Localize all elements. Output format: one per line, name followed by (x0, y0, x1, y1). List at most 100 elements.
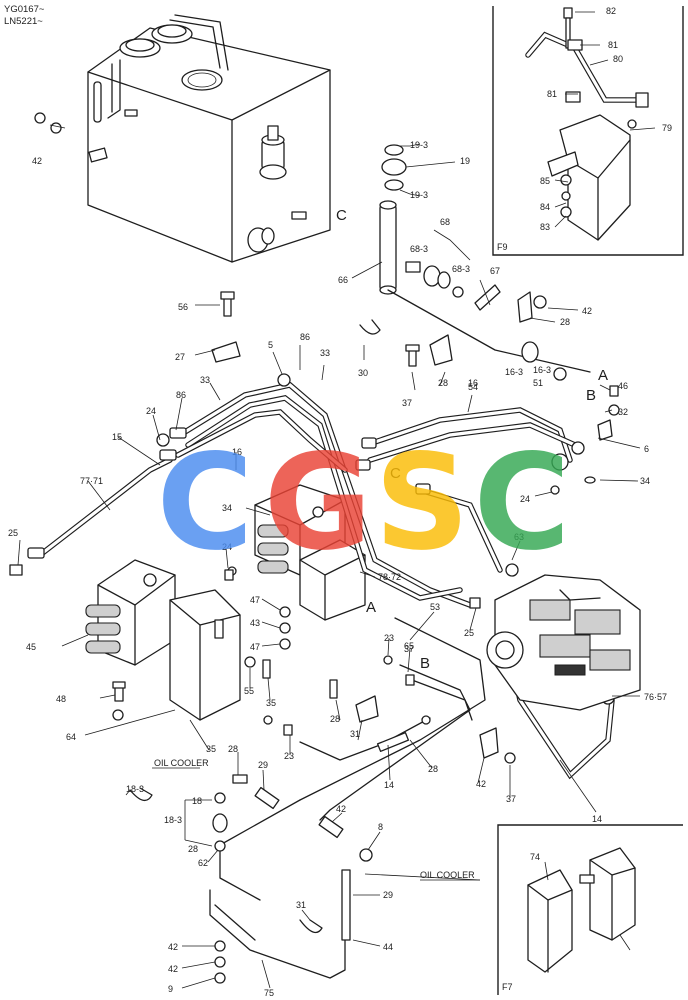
callout-76-57: 76·57 (644, 692, 667, 702)
callout-29: 29 (383, 890, 393, 900)
callout-64: 64 (66, 732, 76, 742)
callout-80: 80 (613, 54, 623, 64)
callout-77-71: 77·71 (80, 476, 103, 486)
callout-37: 37 (402, 398, 412, 408)
callout-19-3: 19-3 (410, 140, 428, 150)
model-code-2: LN5221~ (4, 16, 43, 27)
callout-25: 25 (8, 528, 18, 538)
callout-47: 47 (250, 642, 260, 652)
callout-6: 6 (644, 444, 649, 454)
callout-67: 67 (490, 266, 500, 276)
callout-68: 68 (440, 217, 450, 227)
callout-28: 28 (428, 764, 438, 774)
callout-82: 82 (606, 6, 616, 16)
callout-5: 5 (268, 340, 273, 350)
callout-33: 33 (200, 375, 210, 385)
callout-16-3: 16-3 (533, 365, 551, 375)
callout-23: 23 (384, 633, 394, 643)
callout-81: 81 (608, 40, 618, 50)
callout-16-3: 16-3 (505, 367, 523, 377)
callout-51: 51 (533, 378, 543, 388)
callout-28: 28 (330, 714, 340, 724)
section-letter-c: C (336, 207, 347, 224)
callout-56: 56 (178, 302, 188, 312)
callout-18-3: 18-3 (126, 784, 144, 794)
model-code-1: YG0167~ (4, 4, 45, 15)
callout-45: 45 (26, 642, 36, 652)
callout-81: 81 (547, 89, 557, 99)
watermark-letter-c: C (157, 426, 254, 580)
callout-34: 34 (222, 503, 232, 513)
callout-18: 18 (192, 796, 202, 806)
control-valve-lower (85, 559, 241, 721)
hydraulic-tank (87, 14, 331, 263)
callout-42: 42 (168, 942, 178, 952)
callout-27: 27 (175, 352, 185, 362)
callout-44: 44 (383, 942, 393, 952)
suction-pipe-assembly (359, 144, 591, 373)
callout-86: 86 (176, 390, 186, 400)
hydraulic-pump (486, 574, 641, 711)
callout-28: 28 (188, 844, 198, 854)
callout-28: 28 (438, 378, 448, 388)
callout-79: 79 (662, 123, 672, 133)
leader-lines (17, 11, 656, 989)
callout-85: 85 (540, 176, 550, 186)
callout-16: 16 (468, 378, 478, 388)
callout-66: 66 (338, 275, 348, 285)
callout-48: 48 (56, 694, 66, 704)
callout-14: 14 (592, 814, 602, 824)
section-letter-b: B (586, 387, 596, 404)
callout-68-3: 68-3 (452, 264, 470, 274)
callout-42: 42 (168, 964, 178, 974)
callout-34: 34 (640, 476, 650, 486)
callout-53: 53 (430, 602, 440, 612)
callout-32: 32 (618, 407, 628, 417)
callout-35: 35 (266, 698, 276, 708)
callout-16: 16 (232, 447, 242, 457)
callout-74: 74 (530, 852, 540, 862)
callout-78-72: 78·72 (378, 572, 401, 582)
callout-24: 24 (146, 406, 156, 416)
callout-24: 24 (222, 542, 232, 552)
steel-pipes (209, 617, 486, 979)
section-letter-c: C (390, 465, 401, 482)
callout-15: 15 (112, 432, 122, 442)
callout-65: 65 (404, 641, 414, 651)
callout-42: 42 (476, 779, 486, 789)
callout-37: 37 (404, 644, 414, 654)
callout-47: 47 (250, 595, 260, 605)
fasteners (9, 112, 620, 984)
callout-9: 9 (168, 984, 173, 994)
watermark-letter-g: G (264, 426, 372, 580)
callout-86: 86 (300, 332, 310, 342)
inset-f7-label: F7 (502, 982, 513, 992)
watermark-letter-s: S (374, 426, 469, 580)
callout-84: 84 (540, 202, 550, 212)
callout-19-3: 19-3 (410, 190, 428, 200)
callout-62: 62 (198, 858, 208, 868)
section-letter-b: B (420, 655, 430, 672)
inset-f9-label: F9 (497, 242, 508, 252)
callout-43: 43 (250, 618, 260, 628)
callout-46: 46 (618, 381, 628, 391)
callout-42: 42 (336, 804, 346, 814)
callout-28: 28 (560, 317, 570, 327)
callout-54: 54 (468, 382, 478, 392)
callout-83: 83 (540, 222, 550, 232)
callout-42: 42 (32, 156, 42, 166)
section-letter-a: A (598, 367, 608, 384)
control-valve-upper (254, 484, 366, 621)
callout-35: 35 (206, 744, 216, 754)
callout-33: 33 (320, 348, 330, 358)
section-letter-a: A (366, 599, 376, 616)
callout-14: 14 (384, 780, 394, 790)
callout-23: 23 (284, 751, 294, 761)
callout-42: 42 (582, 306, 592, 316)
callout-24: 24 (520, 494, 530, 504)
callout-19: 19 (460, 156, 470, 166)
